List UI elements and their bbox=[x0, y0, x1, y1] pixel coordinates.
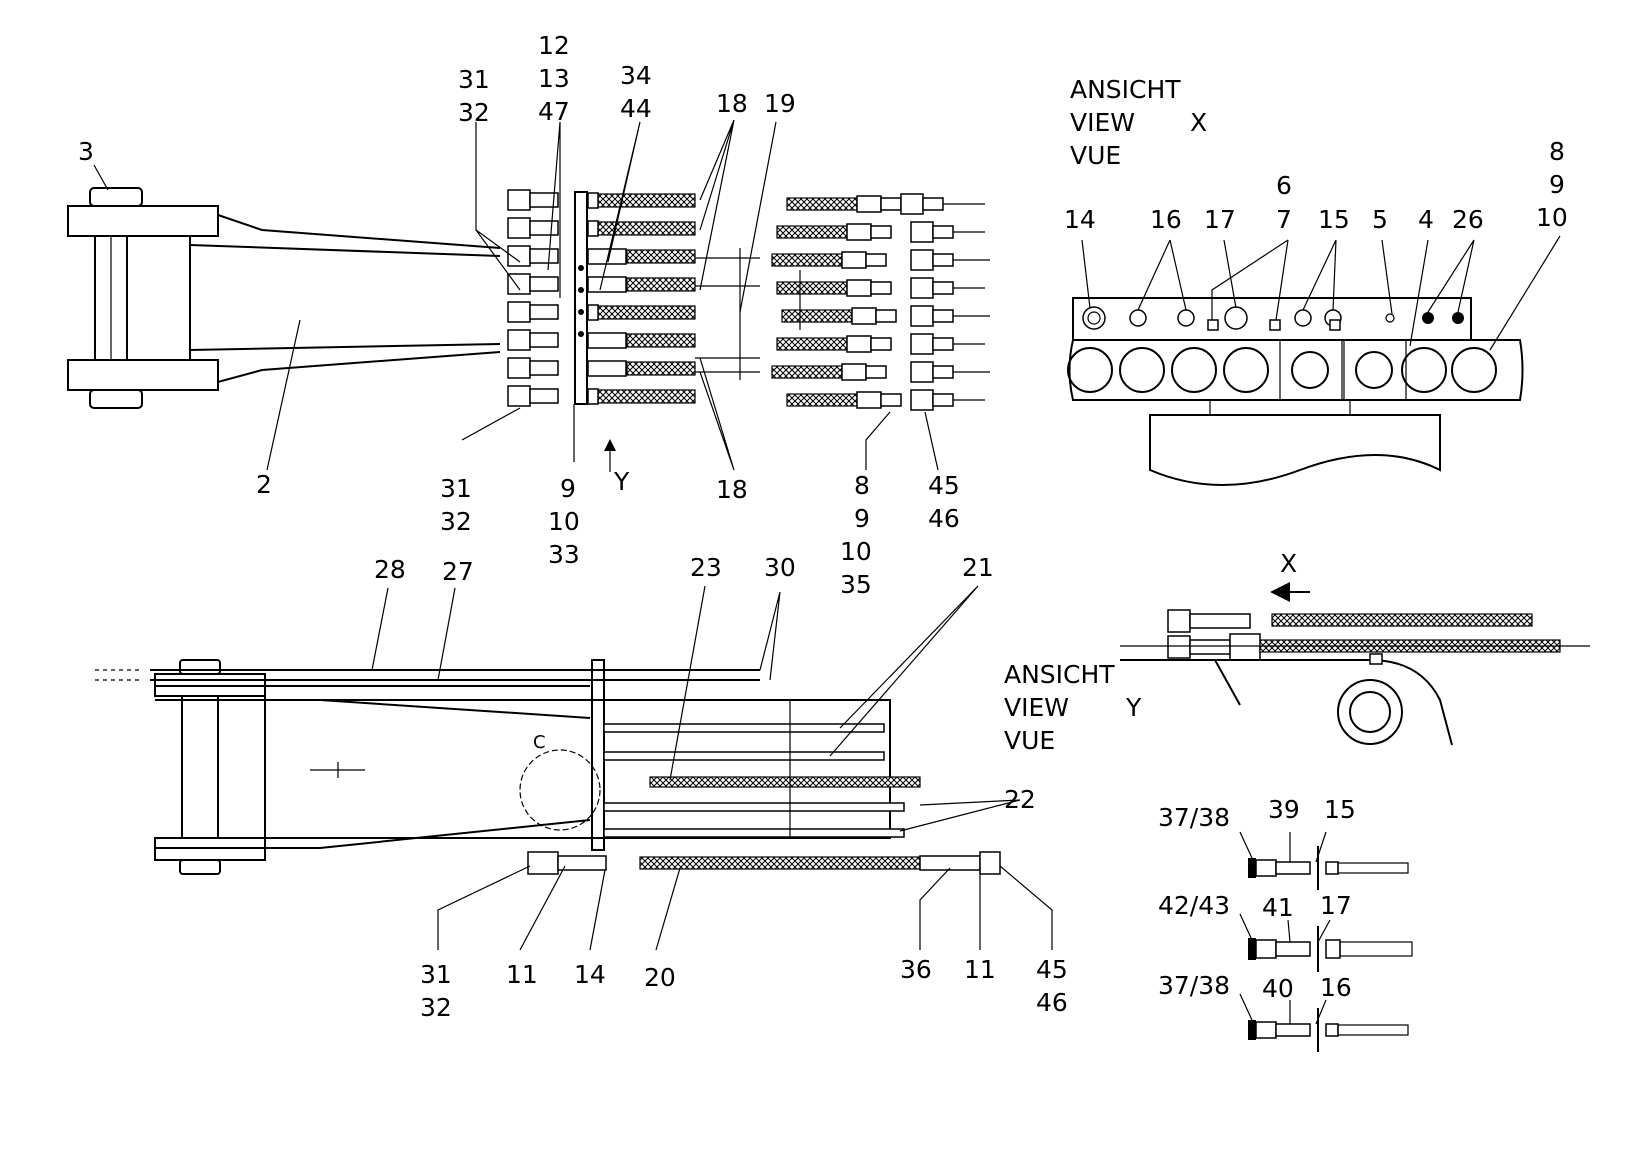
callout: 9 bbox=[1549, 170, 1565, 199]
callout: 33 bbox=[548, 540, 580, 569]
callout: 8 bbox=[854, 471, 870, 500]
callout: 2 bbox=[256, 470, 272, 499]
callout: 15 bbox=[1324, 795, 1356, 824]
callout: 9 bbox=[854, 504, 870, 533]
callout: 12 bbox=[538, 31, 570, 60]
callout: 3 bbox=[78, 137, 94, 166]
callout: 11 bbox=[964, 955, 996, 984]
callout: 15 bbox=[1318, 205, 1350, 234]
callout: 22 bbox=[1004, 785, 1036, 814]
detail-fittings bbox=[1248, 846, 1413, 1052]
callout: 18 bbox=[716, 475, 748, 504]
callout: 9 bbox=[560, 474, 576, 503]
callout: 32 bbox=[458, 98, 490, 127]
side-elevation-view bbox=[95, 659, 1001, 875]
view-y-line2: VIEW bbox=[1004, 693, 1069, 722]
view-x-title: ANSICHT VIEW VUE X bbox=[1070, 75, 1207, 170]
callout: 45 bbox=[1036, 955, 1068, 984]
callout: 19 bbox=[764, 89, 796, 118]
view-x-line1: ANSICHT bbox=[1070, 75, 1181, 104]
view-y-line3: VUE bbox=[1004, 726, 1055, 755]
callout: 46 bbox=[928, 504, 960, 533]
callout: 10 bbox=[840, 537, 872, 566]
arrow-x-label: X bbox=[1280, 549, 1297, 578]
top-left-connectors bbox=[507, 189, 696, 407]
callout: 44 bbox=[620, 94, 652, 123]
callout-numbers: 3 2 31 32 12 13 47 34 44 18 19 31 32 9 1… bbox=[78, 31, 1568, 1022]
flange-row bbox=[1067, 339, 1497, 401]
view-x-drawing bbox=[1067, 297, 1524, 486]
callout: 14 bbox=[574, 960, 606, 989]
callout: 7 bbox=[1276, 205, 1292, 234]
callout: 39 bbox=[1268, 795, 1300, 824]
callout: 34 bbox=[620, 61, 652, 90]
callout: 6 bbox=[1276, 171, 1292, 200]
callout: 37/38 bbox=[1158, 971, 1230, 1000]
callout: 16 bbox=[1150, 205, 1182, 234]
callout: 35 bbox=[840, 570, 872, 599]
callout: 14 bbox=[1064, 205, 1096, 234]
view-y-line1: ANSICHT bbox=[1004, 660, 1115, 689]
callout: 32 bbox=[440, 507, 472, 536]
callout: 47 bbox=[538, 97, 570, 126]
callout: 30 bbox=[764, 553, 796, 582]
leader-lines bbox=[93, 119, 1561, 1025]
callout: 37/38 bbox=[1158, 803, 1230, 832]
callout: 17 bbox=[1204, 205, 1236, 234]
callout: 31 bbox=[440, 474, 472, 503]
arrow-y-label: Y bbox=[613, 467, 630, 496]
view-x-line3: VUE bbox=[1070, 141, 1121, 170]
callout: 32 bbox=[420, 993, 452, 1022]
callout: 10 bbox=[548, 507, 580, 536]
callout: 28 bbox=[374, 555, 406, 584]
callout: 45 bbox=[928, 471, 960, 500]
callout: 26 bbox=[1452, 205, 1484, 234]
callout: 20 bbox=[644, 963, 676, 992]
callout: 27 bbox=[442, 557, 474, 586]
view-x-line2: VIEW bbox=[1070, 108, 1135, 137]
callout: 23 bbox=[690, 553, 722, 582]
detail-c-label: C bbox=[533, 732, 546, 753]
callout: 8 bbox=[1549, 137, 1565, 166]
callout: 46 bbox=[1036, 988, 1068, 1017]
top-plan-view bbox=[67, 187, 588, 409]
callout: 16 bbox=[1320, 973, 1352, 1002]
callout: 42/43 bbox=[1158, 891, 1230, 920]
callout: 36 bbox=[900, 955, 932, 984]
view-y-title: ANSICHT VIEW VUE Y bbox=[1004, 660, 1142, 755]
callout: 5 bbox=[1372, 205, 1388, 234]
callout: 40 bbox=[1262, 974, 1294, 1003]
callout: 18 bbox=[716, 89, 748, 118]
callout: 13 bbox=[538, 64, 570, 93]
view-y-letter: Y bbox=[1125, 693, 1142, 722]
callout: 17 bbox=[1320, 891, 1352, 920]
callout: 21 bbox=[962, 553, 994, 582]
view-y-drawing bbox=[1120, 582, 1590, 746]
view-x-letter: X bbox=[1190, 108, 1207, 137]
callout: 4 bbox=[1418, 205, 1434, 234]
callout: 31 bbox=[420, 960, 452, 989]
callout: 10 bbox=[1536, 203, 1568, 232]
callout: 41 bbox=[1262, 893, 1294, 922]
top-right-connectors bbox=[695, 193, 990, 411]
callout: 31 bbox=[458, 65, 490, 94]
callout: 11 bbox=[506, 960, 538, 989]
